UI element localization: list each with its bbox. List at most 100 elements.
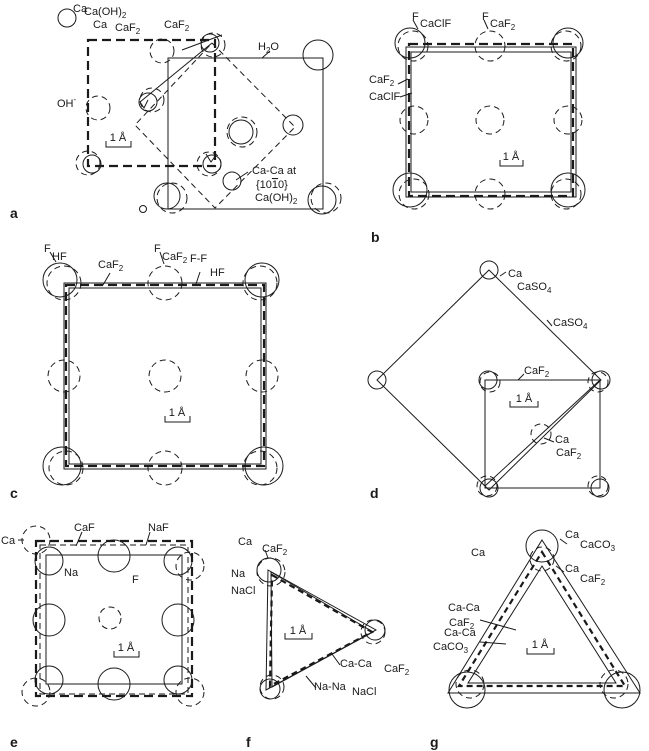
label-caf2-a: CaF2 <box>115 22 141 36</box>
label-caso4-top: CaSO4 <box>517 281 552 295</box>
label-na: Na <box>64 567 79 579</box>
caf2-triangle-outer <box>266 570 376 690</box>
leader <box>500 272 506 276</box>
atom <box>86 96 110 120</box>
label-caco3: CaCO3 <box>580 539 616 553</box>
atom <box>551 173 585 207</box>
label-f: F <box>44 243 51 255</box>
leader <box>236 172 248 180</box>
label-caca-caf2-f: CaF2 <box>384 663 410 677</box>
label-ff: F-F <box>190 253 207 265</box>
label-ca-2: Ca <box>93 19 108 31</box>
label-caca-3: Ca(OH)2 <box>255 192 298 206</box>
label-f-caclf: F <box>412 11 419 23</box>
atom <box>554 106 582 134</box>
scale-bar: 1 Å <box>285 624 312 639</box>
label-nana: Na-Na <box>314 681 347 693</box>
leader <box>480 620 516 630</box>
panel-a: 1 Å Ca Ca(OH)2 Ca CaF2 CaF2 H2O OH- Ca-C… <box>10 3 341 221</box>
label-caca-1: Ca-Ca at <box>252 165 296 177</box>
panel-letter-g: g <box>430 734 439 750</box>
label-ca-d2: Ca <box>555 434 570 446</box>
atom <box>176 678 204 706</box>
label-naf: NaF <box>148 522 169 534</box>
atom <box>140 206 147 213</box>
panel-letter-c: c <box>10 485 18 501</box>
label-caf2-d2: CaF2 <box>556 447 582 461</box>
leader <box>556 566 564 572</box>
atom <box>35 547 63 575</box>
scale-bar: 1 Å <box>106 131 131 147</box>
label-f-e: F <box>132 574 139 586</box>
atom <box>149 360 181 392</box>
scale-bar: 1 Å <box>165 406 190 422</box>
svg-text:1 Å: 1 Å <box>532 638 549 651</box>
panel-letter-f: f <box>246 734 251 750</box>
inner-square <box>69 288 261 464</box>
atom <box>475 31 505 61</box>
label-ca-g: Ca <box>565 529 580 541</box>
label-caca-f: Ca-Ca <box>340 658 373 670</box>
label-h2o: H2O <box>258 41 279 55</box>
label-nacl-f: NaCl <box>231 585 255 597</box>
label-caca-caco3-g: CaCO3 <box>433 641 469 655</box>
scale-bar: 1 Å <box>510 392 538 407</box>
atom <box>246 360 278 392</box>
inner-square <box>411 52 571 192</box>
scale-bar: 1 Å <box>114 641 139 657</box>
panel-letter-d: d <box>370 485 379 501</box>
label-caclf: CaClF <box>420 18 451 30</box>
h2o-square <box>168 58 323 209</box>
atom <box>203 155 221 173</box>
atom <box>400 106 428 134</box>
atom <box>49 451 83 485</box>
atom <box>43 263 77 297</box>
atom <box>35 666 63 694</box>
atom <box>176 552 204 580</box>
label-ca-f: Ca <box>238 536 253 548</box>
atom <box>604 672 640 708</box>
leader <box>547 320 552 326</box>
label-ca-e: Ca <box>1 535 16 547</box>
panel-e: 1 Å Ca CaF NaF Na F e <box>1 522 204 750</box>
panel-b: 1 Å F CaClF F CaF2 CaF2 CaClF b <box>369 11 585 245</box>
label-caclf-left: CaClF <box>369 91 400 103</box>
svg-text:1 Å: 1 Å <box>290 624 307 637</box>
label-caf: CaF <box>74 522 95 534</box>
atom <box>449 672 485 708</box>
label-caf2-c2: CaF2 <box>162 251 188 265</box>
atom <box>223 172 241 190</box>
outer-square <box>64 283 266 469</box>
atom <box>148 451 182 485</box>
atom <box>154 183 180 209</box>
scale-bar: 1 Å <box>527 638 554 654</box>
label-ca-lone: Ca <box>471 547 486 559</box>
label-hf-2: HF <box>210 267 225 279</box>
atom <box>476 106 504 134</box>
label-caf2-c: CaF2 <box>98 259 124 273</box>
scale-bar: 1 Å <box>500 150 523 166</box>
atom <box>308 186 336 214</box>
atom <box>99 607 121 629</box>
svg-text:1 Å: 1 Å <box>118 641 135 654</box>
svg-text:1 Å: 1 Å <box>503 150 520 163</box>
panel-c: 1 Å F HF CaF2 F CaF2 F-F HF c <box>10 243 283 501</box>
outer-square <box>406 47 576 197</box>
label-caca-2: {1010} <box>256 179 288 191</box>
atom <box>303 40 333 70</box>
dashed-square <box>66 285 264 466</box>
panel-letter-b: b <box>371 229 380 245</box>
atom <box>399 179 429 209</box>
panel-letter-e: e <box>10 734 18 750</box>
label-oh: OH- <box>57 95 77 110</box>
naf-square <box>36 541 192 696</box>
label-ca-oh2: Ca(OH)2 <box>84 6 127 20</box>
label-caf2-left: CaF2 <box>369 74 395 88</box>
panel-f: 1 Å Ca CaF2 Na NaCl Ca-Ca CaF2 Na-Na NaC… <box>231 536 410 750</box>
label-f-caf2: F <box>482 11 489 23</box>
leader <box>76 532 82 546</box>
label-caf2-f: CaF2 <box>262 543 288 557</box>
svg-text:1 Å: 1 Å <box>110 131 127 144</box>
label-na-f: Na <box>231 568 246 580</box>
